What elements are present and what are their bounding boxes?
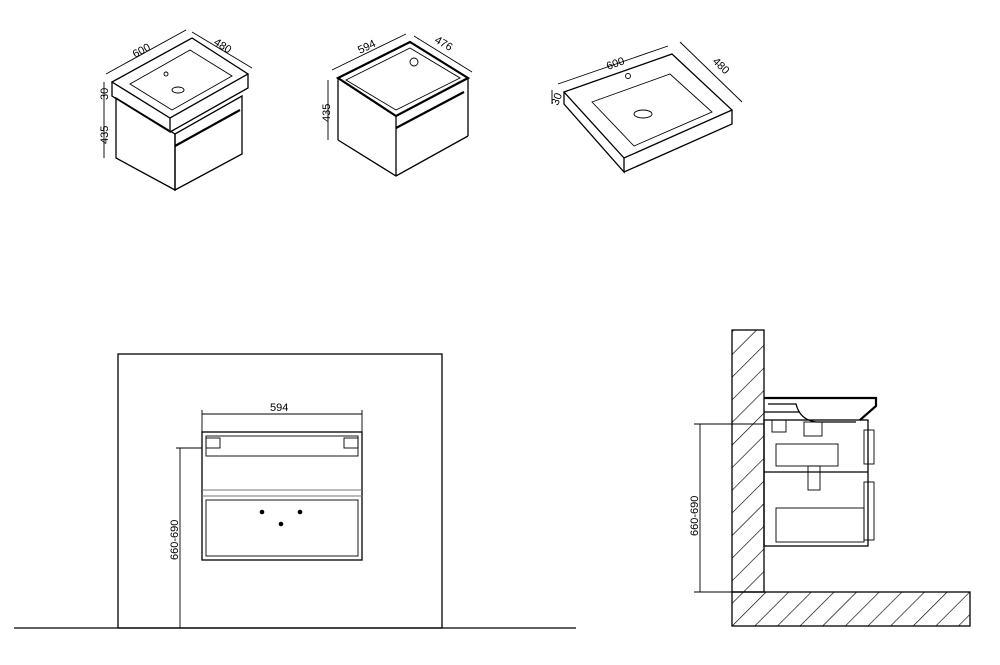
- iso1-height-label: 435: [99, 126, 111, 144]
- wall-outline: [117, 353, 443, 629]
- drain-fitting: [803, 421, 823, 437]
- basin-drain: [633, 109, 653, 119]
- tap-hole: [163, 71, 169, 77]
- side-section-view: 660-690: [689, 329, 971, 627]
- front-elevation-view: 594 660-690: [14, 353, 576, 629]
- iso2-width-label: 594: [356, 38, 378, 57]
- floor-section: [731, 591, 971, 627]
- drawer-front: [205, 499, 359, 557]
- iso-cabinet-view: 594 476 435: [321, 33, 473, 177]
- basin-top: [562, 53, 734, 159]
- basin-side-thickness: [623, 110, 733, 173]
- dim-line-width: [331, 33, 407, 71]
- basin-bowl-outline: [129, 49, 233, 111]
- iso-assembled-view: 600 480 30 435: [99, 29, 253, 192]
- iso-basin-view: 600 480 30: [550, 41, 743, 174]
- dim-line-width: [557, 45, 669, 85]
- drawer-handle: [174, 109, 241, 147]
- front-handle-top: [863, 429, 875, 465]
- dim-line-depth: [191, 31, 253, 69]
- fixing-hole-right: [297, 509, 303, 515]
- iso2-depth-label: 476: [433, 34, 455, 54]
- dim-line-width: [105, 29, 187, 75]
- cabinet-bottom-edge: [337, 135, 469, 177]
- siphon: [807, 465, 821, 491]
- iso1-width-label: 600: [131, 41, 153, 60]
- right-bracket: [343, 437, 359, 449]
- iso3-width-label: 600: [605, 55, 626, 73]
- iso2-height-label: 435: [321, 104, 333, 122]
- basin-front-edge: [111, 82, 171, 134]
- basin-front-thickness: [563, 92, 625, 174]
- basin-side-edge: [169, 74, 249, 133]
- basin-bowl: [591, 73, 713, 147]
- cabinet-side: [174, 94, 243, 192]
- cabinet-section: [763, 419, 869, 547]
- waste-hole: [278, 521, 284, 527]
- iso1-top-thickness-label: 30: [99, 88, 111, 100]
- front-width-label: 594: [270, 402, 288, 414]
- fixing-hole-left: [259, 509, 265, 515]
- front-mount-height-label: 660-690: [169, 520, 181, 560]
- side-mount-height-label: 660-690: [689, 496, 701, 536]
- cabinet-handle: [395, 91, 465, 129]
- lower-drawer: [775, 507, 865, 543]
- cabinet-inner-rim: [345, 47, 461, 111]
- cabinet-front: [115, 96, 176, 192]
- drain-hole: [171, 86, 185, 94]
- basin-tap-hole: [625, 73, 631, 79]
- dim-line-depth: [413, 35, 473, 73]
- basin-bowl-section: [768, 403, 856, 423]
- front-handle-bottom: [863, 481, 875, 541]
- iso3-thickness-label: 30: [550, 91, 565, 107]
- dim-line-depth: [679, 41, 743, 103]
- wall-bracket: [771, 419, 787, 433]
- wall-section: [731, 329, 765, 593]
- basin-top-section: [764, 396, 878, 421]
- siphon-cutout: [409, 57, 419, 67]
- left-bracket: [205, 437, 221, 449]
- basin-rim: [205, 435, 359, 457]
- upper-drawer: [775, 443, 839, 467]
